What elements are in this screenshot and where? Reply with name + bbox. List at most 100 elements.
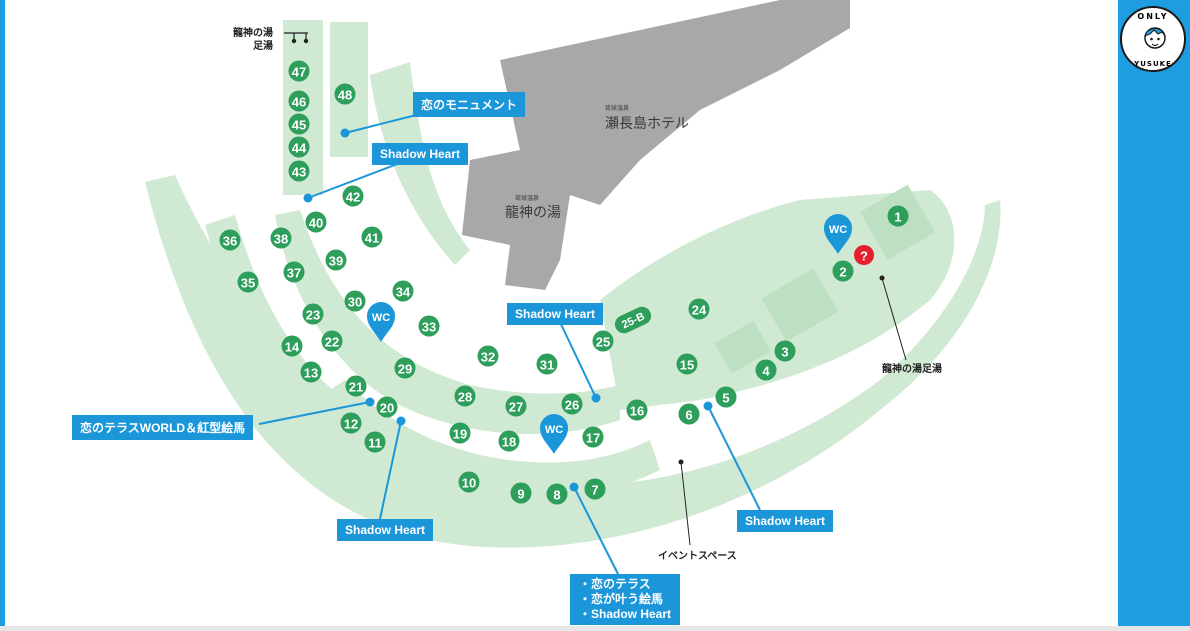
spot-number: 35 bbox=[241, 276, 255, 291]
spot-marker-5[interactable]: 5 bbox=[715, 386, 737, 408]
spot-badge bbox=[449, 422, 471, 444]
spot-number: 31 bbox=[540, 358, 554, 373]
spot-marker-39[interactable]: 39 bbox=[325, 249, 347, 271]
spot-marker-16[interactable]: 16 bbox=[626, 399, 648, 421]
spot-marker-6[interactable]: 6 bbox=[678, 403, 700, 425]
spot-badge bbox=[678, 403, 700, 425]
spot-number: 26 bbox=[565, 398, 579, 413]
spot-marker-38[interactable]: 38 bbox=[270, 227, 292, 249]
spot-marker-9[interactable]: 9 bbox=[510, 482, 532, 504]
outer-walkway bbox=[145, 175, 1001, 548]
spot-number: 19 bbox=[453, 427, 467, 442]
spot-marker-24[interactable]: 24 bbox=[688, 298, 710, 320]
spot-marker-40[interactable]: 40 bbox=[305, 211, 327, 233]
wc-pin-south[interactable]: WC bbox=[540, 414, 568, 454]
spot-marker-19[interactable]: 19 bbox=[449, 422, 471, 444]
spot-marker-29[interactable]: 29 bbox=[394, 357, 416, 379]
spot-number: 22 bbox=[325, 335, 339, 350]
spot-number: 29 bbox=[398, 362, 412, 377]
spot-badge bbox=[755, 359, 777, 381]
spot-marker-30[interactable]: 30 bbox=[344, 290, 366, 312]
spot-marker-27[interactable]: 27 bbox=[505, 395, 527, 417]
spot-number: 6 bbox=[685, 408, 692, 423]
spot-marker-8[interactable]: 8 bbox=[546, 483, 568, 505]
spot-badge bbox=[498, 430, 520, 452]
spot-marker-21[interactable]: 21 bbox=[345, 375, 367, 397]
spot-marker-43[interactable]: 43 bbox=[288, 160, 310, 182]
info-marker[interactable]: ? bbox=[854, 245, 874, 265]
spot-marker-10[interactable]: 10 bbox=[458, 471, 480, 493]
spot-number: 32 bbox=[481, 350, 495, 365]
spot-marker-25-b[interactable]: 25-B bbox=[612, 304, 654, 336]
spot-marker-4[interactable]: 4 bbox=[755, 359, 777, 381]
callout-shadow-heart-center[interactable]: Shadow Heart bbox=[507, 303, 604, 325]
spot-badge bbox=[887, 205, 909, 227]
leader-line bbox=[680, 461, 691, 546]
spot-marker-15[interactable]: 15 bbox=[676, 353, 698, 375]
callout-koi-terrace-world[interactable]: 恋のテラスWORLD＆紅型絵馬 bbox=[72, 415, 254, 440]
spot-marker-41[interactable]: 41 bbox=[361, 226, 383, 248]
leader-line bbox=[573, 486, 619, 575]
spot-marker-35[interactable]: 35 bbox=[237, 271, 259, 293]
spot-badge bbox=[283, 261, 305, 283]
spot-marker-17[interactable]: 17 bbox=[582, 426, 604, 448]
lower-lawn bbox=[330, 380, 660, 494]
spot-marker-36[interactable]: 36 bbox=[219, 229, 241, 251]
spot-marker-11[interactable]: 11 bbox=[364, 431, 386, 453]
wc-label: WC bbox=[545, 424, 563, 436]
spot-marker-31[interactable]: 31 bbox=[536, 353, 558, 375]
spot-marker-48[interactable]: 48 bbox=[334, 83, 356, 105]
spot-number: 9 bbox=[517, 487, 524, 502]
leader-dot bbox=[365, 397, 375, 407]
spot-marker-37[interactable]: 37 bbox=[283, 261, 305, 283]
spot-marker-28[interactable]: 28 bbox=[454, 385, 476, 407]
onsen-name-label: 龍神の湯 bbox=[505, 204, 561, 221]
spot-badge bbox=[364, 431, 386, 453]
spot-marker-23[interactable]: 23 bbox=[302, 303, 324, 325]
spot-badge bbox=[454, 385, 476, 407]
spot-marker-18[interactable]: 18 bbox=[498, 430, 520, 452]
spot-badge bbox=[345, 375, 367, 397]
spot-marker-32[interactable]: 32 bbox=[477, 345, 499, 367]
spot-number: 40 bbox=[309, 216, 323, 231]
spot-marker-14[interactable]: 14 bbox=[281, 335, 303, 357]
spot-marker-2[interactable]: 2 bbox=[832, 260, 854, 282]
callout-koi-terrace[interactable]: ・恋のテラス ・恋が叶う絵馬 ・Shadow Heart bbox=[570, 574, 681, 625]
spot-marker-42[interactable]: 42 bbox=[342, 185, 364, 207]
wc-pin-west[interactable]: WC bbox=[367, 302, 395, 342]
spot-number: 4 bbox=[762, 364, 770, 379]
hotel-building bbox=[462, 0, 850, 290]
spot-badge bbox=[832, 260, 854, 282]
spot-marker-1[interactable]: 1 bbox=[887, 205, 909, 227]
spot-marker-25[interactable]: 25 bbox=[592, 330, 614, 352]
spot-badge bbox=[392, 280, 414, 302]
spot-number: 44 bbox=[292, 141, 307, 156]
spot-marker-20[interactable]: 20 bbox=[376, 396, 398, 418]
spot-marker-7[interactable]: 7 bbox=[584, 478, 606, 500]
venue-map: 琉球温泉 瀬長島ホテル 琉球温泉 龍神の湯 123456789101112131… bbox=[145, 0, 1001, 575]
spot-marker-34[interactable]: 34 bbox=[392, 280, 414, 302]
callout-shadow-heart-south[interactable]: Shadow Heart bbox=[337, 519, 434, 541]
callout-shadow-heart-north[interactable]: Shadow Heart bbox=[372, 143, 469, 165]
spot-marker-26[interactable]: 26 bbox=[561, 393, 583, 415]
spot-marker-46[interactable]: 46 bbox=[288, 90, 310, 112]
spot-marker-44[interactable]: 44 bbox=[288, 136, 310, 158]
spot-marker-47[interactable]: 47 bbox=[288, 60, 310, 82]
spot-number: 18 bbox=[502, 435, 516, 450]
spot-badge bbox=[626, 399, 648, 421]
spot-marker-33[interactable]: 33 bbox=[418, 315, 440, 337]
spot-marker-3[interactable]: 3 bbox=[774, 340, 796, 362]
spot-marker-13[interactable]: 13 bbox=[300, 361, 322, 383]
spot-number: 5 bbox=[722, 391, 729, 406]
spot-badge bbox=[715, 386, 737, 408]
callout-shadow-heart-east[interactable]: Shadow Heart bbox=[737, 510, 834, 532]
spot-marker-12[interactable]: 12 bbox=[340, 412, 362, 434]
spot-badge bbox=[582, 426, 604, 448]
wc-pin-east[interactable]: WC bbox=[824, 214, 852, 254]
leader-line bbox=[379, 420, 402, 520]
spot-marker-45[interactable]: 45 bbox=[288, 113, 310, 135]
spot-marker-22[interactable]: 22 bbox=[321, 330, 343, 352]
spot-badge bbox=[458, 471, 480, 493]
callout-koi-monument[interactable]: 恋のモニュメント bbox=[413, 92, 526, 117]
callout-leaders bbox=[258, 111, 907, 575]
